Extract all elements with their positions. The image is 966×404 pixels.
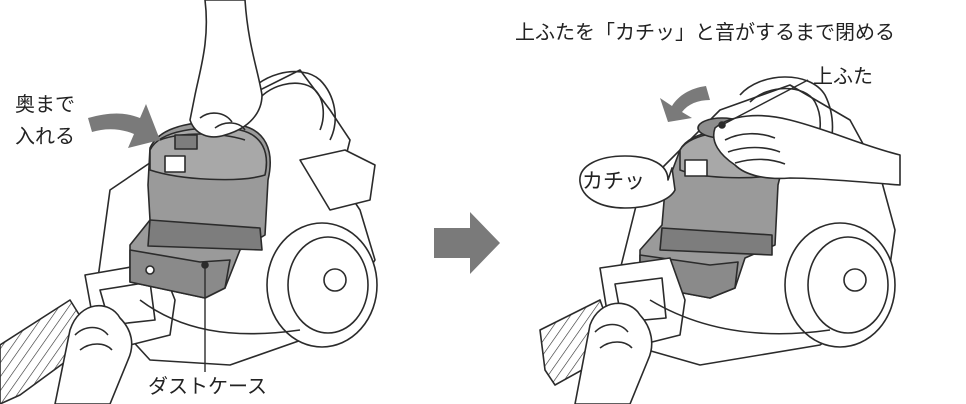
next-step-arrow-icon [434,212,500,274]
instruction-title: 上ふたを「カチッ」と音がするまで閉める [515,20,895,44]
dust-case-label: ダストケース [148,374,267,398]
left-hand-bottom [54,305,133,404]
right-hand-bottom [574,302,653,404]
click-sound-label: カチッ [582,169,645,193]
push-in-label-line1: 奥まで [15,92,75,116]
push-in-label-line2: 入れる [15,124,75,148]
top-lid-pointer [721,79,809,126]
left-hand-top [189,0,263,138]
right-hand-top [713,114,901,186]
left-vacuum-illustration [0,0,378,404]
right-vacuum-illustration [539,76,901,404]
close-arrow-icon [660,86,710,122]
push-arrow-icon [88,104,160,148]
speech-bubble-icon [579,155,676,209]
top-lid-label: 上ふた [813,64,873,88]
